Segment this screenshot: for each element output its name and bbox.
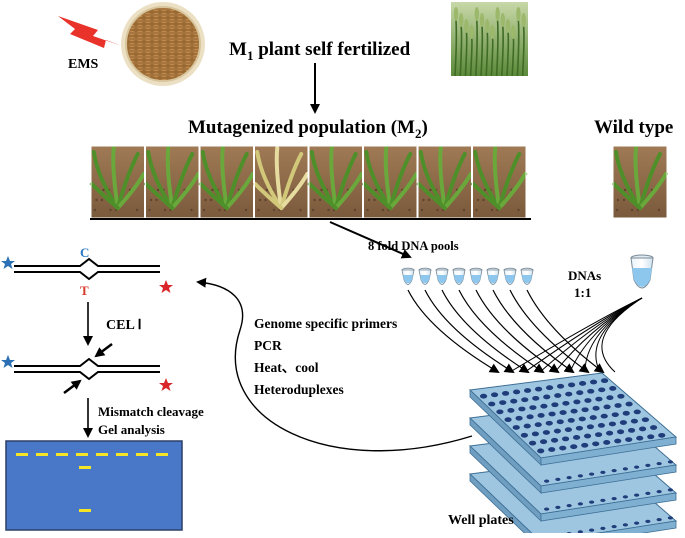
return-arc-arrow <box>196 277 473 452</box>
gel-band <box>79 509 91 512</box>
wild-type-label: Wild type <box>594 117 673 138</box>
seedling-photo <box>198 145 255 219</box>
mutant-plant-row <box>89 145 528 219</box>
heteroduplex-mismatch: C T <box>1 245 173 298</box>
seedling-photo <box>307 145 364 219</box>
star-icon <box>1 355 15 368</box>
protocol-step: Genome specific primers <box>254 316 397 331</box>
gel-band <box>156 453 168 456</box>
dnas-label: DNAs <box>568 268 601 283</box>
pool-to-plate-arrows <box>407 289 643 374</box>
wild-type-plant <box>612 145 668 219</box>
gel-band <box>56 453 68 456</box>
well-plate <box>468 372 678 466</box>
well-plates-label: Well plates <box>448 513 514 528</box>
microtube-icon <box>630 254 654 289</box>
seedling-photo <box>89 145 146 219</box>
microtube-icon <box>452 267 466 285</box>
arrow-to-dna-pools <box>329 221 412 259</box>
seedling-photo <box>253 145 310 219</box>
ems-mutagenesis-group: EMS <box>58 2 205 86</box>
well-plates-stack <box>468 372 678 538</box>
microtube-icon <box>486 267 500 285</box>
cleavage-arrow <box>94 343 113 358</box>
dna-pool-tubes <box>401 267 534 285</box>
microtube-icon <box>418 267 432 285</box>
gel-band <box>96 453 108 456</box>
mismatch-cleavage-label: Mismatch cleavage <box>98 404 204 419</box>
protocol-step: PCR <box>254 338 282 353</box>
protocol-steps: Genome specific primers PCR Heat、cool He… <box>254 316 397 397</box>
microtube-icon <box>435 267 449 285</box>
gel-band <box>36 453 48 456</box>
wheat-field-image <box>451 2 528 77</box>
gel-band <box>79 466 91 469</box>
microtube-icon <box>469 267 483 285</box>
seedling-photo <box>612 145 668 219</box>
gel-analysis-label: Gel analysis <box>98 422 165 437</box>
gel-band <box>76 453 88 456</box>
m1-title-group: M1 plant self fertilized <box>229 39 411 63</box>
cel1-label: CEL Ⅰ <box>106 318 142 333</box>
cleavage-arrow <box>63 379 82 394</box>
mutagenized-population-title: Mutagenized population (M2) <box>188 117 428 141</box>
cleaved-duplex <box>1 343 173 394</box>
base-c-label: C <box>80 245 89 260</box>
protocol-step: Heteroduplexes <box>254 382 344 397</box>
seed-plate-image <box>121 2 205 86</box>
protocol-step: Heat、cool <box>254 360 319 375</box>
gel-band <box>116 453 128 456</box>
microtube-icon <box>401 267 415 285</box>
microtube-icon <box>503 267 517 285</box>
star-icon <box>1 256 15 269</box>
gel-image <box>5 440 183 531</box>
m1-title: M1 plant self fertilized <box>229 39 411 63</box>
seedling-photo <box>144 145 201 219</box>
star-icon <box>159 378 173 391</box>
dnas-ratio-label: 1:1 <box>574 285 591 300</box>
base-t-label: T <box>80 283 89 298</box>
dna-pools-label: 8 fold DNA pools <box>368 239 459 253</box>
gel-band <box>16 453 28 456</box>
seedling-photo <box>362 145 419 219</box>
gel-band <box>136 453 148 456</box>
seedling-photo <box>416 145 473 219</box>
star-icon <box>159 280 173 293</box>
lightning-bolt-icon <box>58 16 122 48</box>
microtube-icon <box>520 267 534 285</box>
seedling-photo <box>471 145 528 219</box>
ems-label: EMS <box>68 57 99 72</box>
